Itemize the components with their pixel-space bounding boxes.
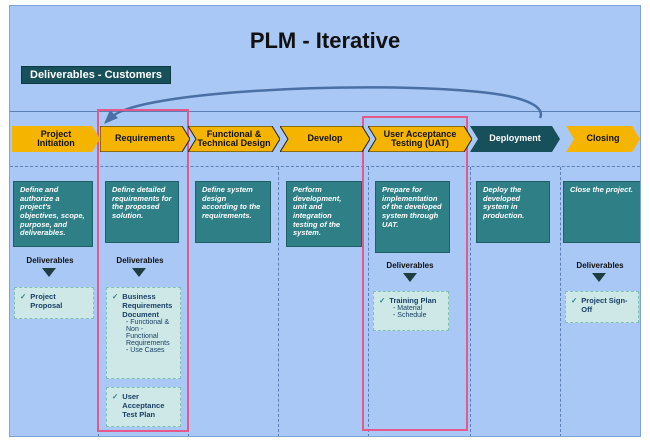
phase-deployment: Deployment — [470, 126, 560, 152]
check-icon: ✓ — [112, 292, 119, 301]
deliverables-banner: Deliverables - Customers — [21, 66, 172, 84]
description-requirements: Define detailed requirements for the pro… — [105, 181, 179, 243]
phase-functional-technical-design: Functional & Technical Design — [188, 126, 280, 152]
deliverables-label: Deliverables — [386, 261, 434, 270]
deliverable-item: Project Proposal — [30, 292, 63, 310]
check-icon: ✓ — [379, 296, 386, 305]
deliverable-card-uat: ✓Training Plan - Material - Schedule — [373, 291, 449, 331]
deliverable-card-initiation: ✓Project Proposal — [14, 287, 94, 319]
phase-label: Requirements — [114, 133, 176, 144]
column-divider — [560, 167, 561, 436]
iteration-loop-arrow — [104, 86, 543, 124]
phase-label: Project Initiation — [37, 128, 75, 148]
description-project-initiation: Define and authorize a project's objecti… — [13, 181, 93, 247]
phase-develop: Develop — [280, 126, 370, 152]
top-divider — [10, 111, 640, 112]
diagram-title: PLM - Iterative — [249, 28, 401, 53]
phase-label: Deployment — [489, 133, 541, 144]
column-divider — [368, 167, 369, 436]
down-triangle-icon — [42, 268, 56, 277]
phase-user-acceptance-testing: User Acceptance Testing (UAT) — [368, 126, 472, 152]
check-icon: ✓ — [112, 392, 119, 401]
description-closing: Close the project. — [563, 181, 640, 243]
deliverable-item: User Acceptance Test Plan — [122, 392, 165, 419]
deliverable-card-requirements: ✓Business Requirements Document - Functi… — [106, 287, 181, 379]
deliverable-item: Training Plan — [389, 296, 437, 305]
down-triangle-icon — [132, 268, 146, 277]
down-triangle-icon — [592, 273, 606, 282]
phase-project-initiation: Project Initiation — [12, 126, 100, 152]
description-develop: Perform development, unit and integratio… — [286, 181, 362, 247]
deliverables-label: Deliverables — [116, 256, 164, 265]
deliverable-item: Business Requirements Document — [122, 292, 173, 319]
deliverable-subitem: - Schedule — [393, 312, 427, 319]
description-uat: Prepare for implementation of the develo… — [375, 181, 450, 253]
diagram-canvas: PLM - Iterative Deliverables - Customers… — [9, 5, 641, 437]
description-deployment: Deploy the developed system in productio… — [476, 181, 550, 243]
phase-label: Functional & Technical Design — [197, 128, 271, 148]
deliverable-card-uat-plan: ✓User Acceptance Test Plan — [106, 387, 181, 427]
down-triangle-icon — [403, 273, 417, 282]
deliverable-card-closing: ✓Project Sign- Off — [565, 291, 639, 323]
highlight-frame-uat — [362, 116, 468, 431]
check-icon: ✓ — [571, 296, 578, 305]
phase-label: Develop — [307, 133, 343, 144]
phase-label: Closing — [586, 133, 620, 144]
phase-divider — [10, 166, 640, 167]
deliverable-item: Project Sign- Off — [581, 296, 628, 314]
phase-requirements: Requirements — [100, 126, 190, 152]
deliverable-subitem: - Functional & Non - Functional Requirem… — [126, 319, 170, 347]
column-divider — [470, 167, 471, 436]
deliverable-subitem: - Use Cases — [126, 347, 165, 354]
phase-closing: Closing — [566, 126, 640, 152]
deliverable-subitem: - Material — [393, 305, 423, 312]
description-design: Define system design according to the re… — [195, 181, 271, 243]
column-divider — [278, 167, 279, 436]
highlight-frame-requirements — [97, 109, 189, 432]
phase-label: User Acceptance Testing (UAT) — [383, 128, 457, 148]
deliverables-label: Deliverables — [26, 256, 74, 265]
deliverables-label: Deliverables — [576, 261, 624, 270]
check-icon: ✓ — [20, 292, 27, 301]
